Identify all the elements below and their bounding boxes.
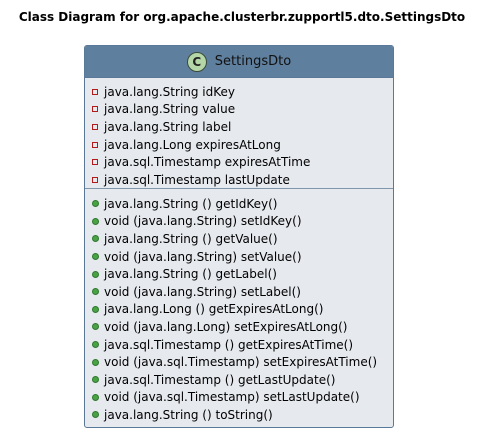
class-box[interactable]: C SettingsDto java.lang.String idKey jav… <box>84 45 394 428</box>
class-header: C SettingsDto <box>85 46 393 78</box>
fields-section: java.lang.String idKey java.lang.String … <box>85 78 393 189</box>
method-row: void (java.sql.Timestamp) setExpiresAtTi… <box>85 353 393 371</box>
method-row: void (java.lang.String) setValue() <box>85 248 393 266</box>
method-label: java.lang.Long () getExpiresAtLong() <box>104 302 324 317</box>
method-label: void (java.lang.String) setIdKey() <box>104 214 302 229</box>
field-label: java.lang.String idKey <box>104 84 236 99</box>
class-name: SettingsDto <box>214 54 292 69</box>
field-row: java.lang.String label <box>85 118 393 136</box>
method-label: java.sql.Timestamp () getLastUpdate() <box>104 372 336 387</box>
public-visibility-icon <box>92 305 99 313</box>
method-label: void (java.lang.String) setLabel() <box>104 284 301 299</box>
method-label: java.lang.String () getLabel() <box>104 267 277 282</box>
field-row: java.sql.Timestamp expiresAtTime <box>85 153 393 171</box>
public-visibility-icon <box>92 358 99 366</box>
private-visibility-icon <box>92 176 98 183</box>
method-row: java.lang.Long () getExpiresAtLong() <box>85 301 393 319</box>
method-label: java.lang.String () getIdKey() <box>104 196 278 211</box>
method-label: java.lang.String () toString() <box>104 407 273 422</box>
public-visibility-icon <box>92 323 99 331</box>
method-row: void (java.lang.Long) setExpiresAtLong() <box>85 318 393 336</box>
method-row: java.sql.Timestamp () getExpiresAtTime() <box>85 336 393 354</box>
field-label: java.sql.Timestamp expiresAtTime <box>104 155 311 170</box>
method-row: java.sql.Timestamp () getLastUpdate() <box>85 371 393 389</box>
field-row: java.lang.Long expiresAtLong <box>85 136 393 154</box>
method-row: void (java.lang.String) setLabel() <box>85 283 393 301</box>
diagram-title: Class Diagram for org.apache.clusterbr.z… <box>18 10 466 24</box>
method-label: void (java.lang.Long) setExpiresAtLong() <box>104 319 348 334</box>
methods-section: java.lang.String () getIdKey() void (jav… <box>85 189 393 424</box>
method-row: java.lang.String () getValue() <box>85 230 393 248</box>
private-visibility-icon <box>92 88 98 95</box>
field-label: java.lang.String value <box>104 102 236 117</box>
public-visibility-icon <box>92 288 99 296</box>
public-visibility-icon <box>92 235 99 243</box>
method-row: void (java.lang.String) setIdKey() <box>85 213 393 231</box>
method-label: java.lang.String () getValue() <box>104 231 278 246</box>
public-visibility-icon <box>92 341 99 349</box>
method-row: java.lang.String () getIdKey() <box>85 195 393 213</box>
field-label: java.lang.Long expiresAtLong <box>104 137 281 152</box>
private-visibility-icon <box>92 106 98 113</box>
public-visibility-icon <box>92 376 99 384</box>
public-visibility-icon <box>92 253 99 261</box>
field-row: java.lang.String idKey <box>85 83 393 101</box>
public-visibility-icon <box>92 393 99 401</box>
method-label: void (java.lang.String) setValue() <box>104 249 302 264</box>
field-row: java.sql.Timestamp lastUpdate <box>85 171 393 189</box>
method-label: void (java.sql.Timestamp) setLastUpdate(… <box>104 390 360 405</box>
private-visibility-icon <box>92 159 98 166</box>
private-visibility-icon <box>92 123 98 130</box>
private-visibility-icon <box>92 141 98 148</box>
field-label: java.lang.String label <box>104 119 232 134</box>
public-visibility-icon <box>92 217 99 225</box>
field-label: java.sql.Timestamp lastUpdate <box>104 172 290 187</box>
class-stereotype-icon: C <box>186 51 207 72</box>
method-row: java.lang.String () getLabel() <box>85 265 393 283</box>
method-row: void (java.sql.Timestamp) setLastUpdate(… <box>85 389 393 407</box>
method-label: void (java.sql.Timestamp) setExpiresAtTi… <box>104 355 378 370</box>
method-row: java.lang.String () toString() <box>85 406 393 424</box>
public-visibility-icon <box>92 411 99 419</box>
field-row: java.lang.String value <box>85 101 393 119</box>
public-visibility-icon <box>92 270 99 278</box>
public-visibility-icon <box>92 200 99 208</box>
method-label: java.sql.Timestamp () getExpiresAtTime() <box>104 337 354 352</box>
